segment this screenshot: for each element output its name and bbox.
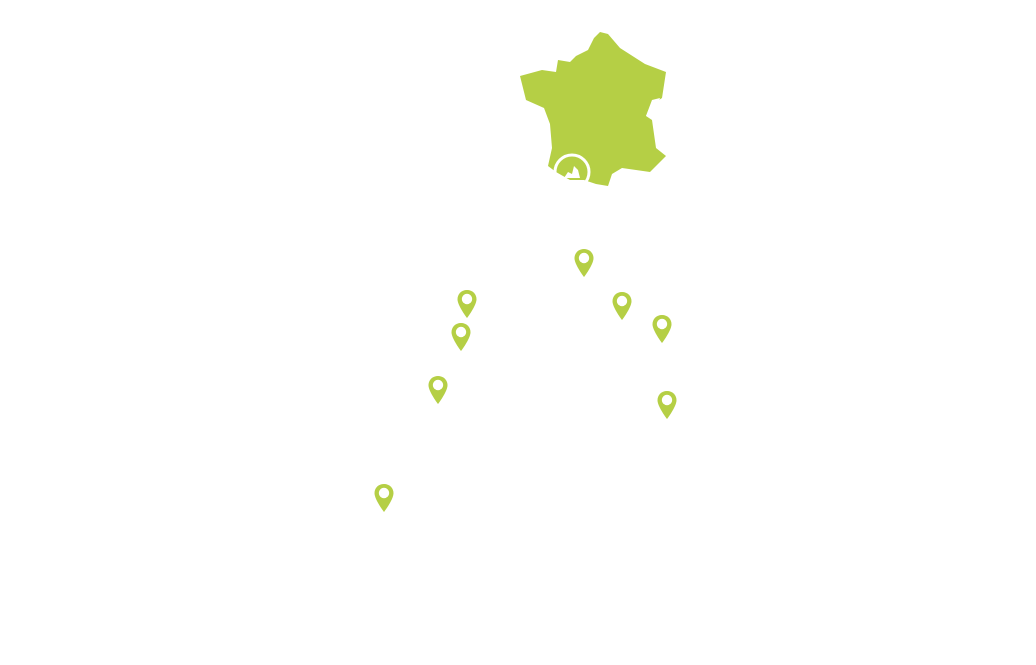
map-pin-icon[interactable] (573, 248, 595, 278)
map-pin-icon[interactable] (656, 390, 678, 420)
map-pin-icon[interactable] (651, 314, 673, 344)
region-target-icon (553, 153, 591, 191)
map-pin-icon[interactable] (427, 375, 449, 405)
map-pin-icon[interactable] (456, 289, 478, 319)
france-shape (520, 32, 666, 186)
map-pin-icon[interactable] (373, 483, 395, 513)
france-east-notch (646, 98, 660, 116)
map-pin-icon[interactable] (611, 291, 633, 321)
france-inset-map (520, 32, 666, 191)
map-pin-icon[interactable] (450, 322, 472, 352)
